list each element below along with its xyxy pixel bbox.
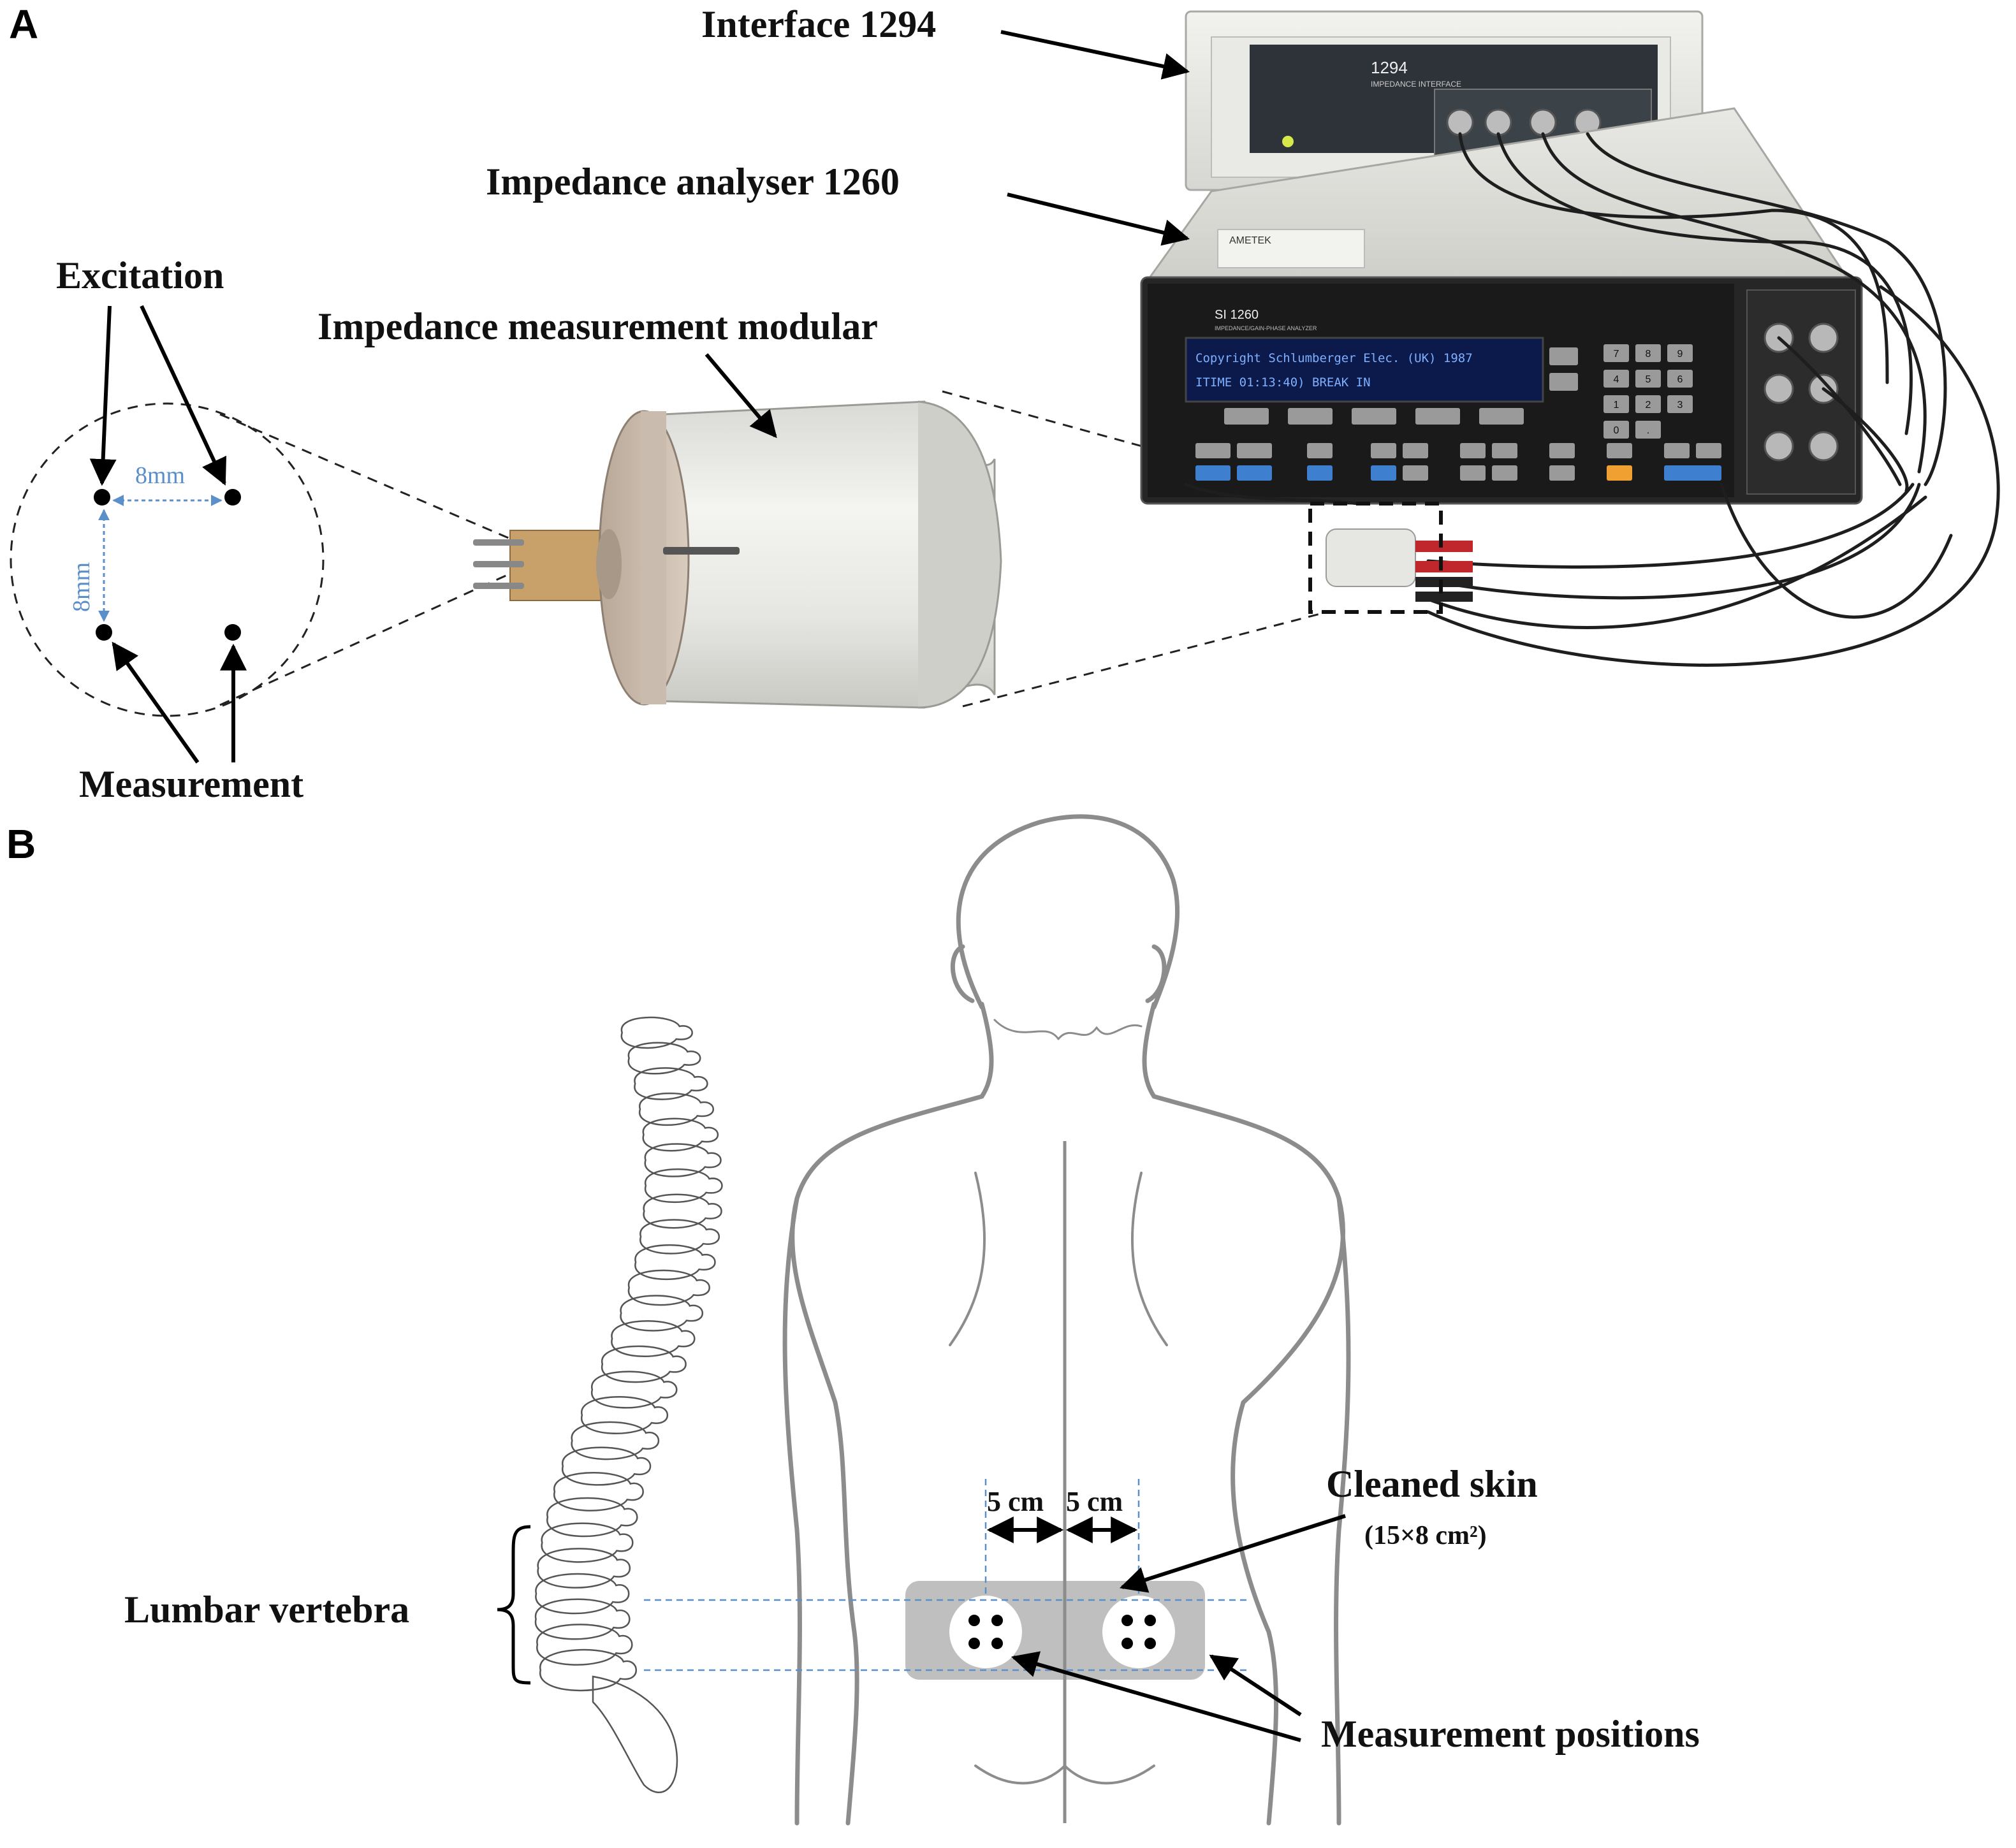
vertebra xyxy=(539,1648,637,1692)
instrument-cables xyxy=(1184,132,2000,667)
keypad-key xyxy=(1667,395,1693,413)
vertebra xyxy=(571,1421,660,1460)
vertebra xyxy=(591,1371,678,1409)
keypad-key xyxy=(1603,344,1629,362)
sacrum xyxy=(592,1675,678,1793)
keypad-key-label: 7 xyxy=(1614,349,1619,360)
modular-label: Impedance measurement modular xyxy=(318,305,878,347)
keypad-key-label: 2 xyxy=(1646,400,1651,411)
vertebra xyxy=(643,1193,722,1229)
keypad-key-label: 9 xyxy=(1677,349,1683,360)
vertebra xyxy=(639,1219,720,1255)
analyser-subtitle-text: IMPEDANCE/GAIN-PHASE ANALYZER xyxy=(1215,325,1317,331)
excitation-electrode-2 xyxy=(224,489,241,506)
measurement-position-right xyxy=(1102,1596,1175,1668)
vertebra xyxy=(611,1320,696,1358)
connector-zoom-box xyxy=(1308,502,1443,614)
vertical-spacing-label: 8mm xyxy=(68,562,95,612)
vertebra xyxy=(562,1446,652,1486)
lcd-line-2: ITIME 01:13:40) BREAK IN xyxy=(1195,375,1371,389)
left-offset-label: 5 cm xyxy=(987,1486,1044,1517)
interface-1294-unit: 1294 IMPEDANCE INTERFACE xyxy=(1185,10,1704,191)
right-offset-label: 5 cm xyxy=(1066,1486,1123,1517)
impedance-analyser-1260-unit: AMETEK SI 1260 IMPEDANCE/GAIN-PHASE ANAL… xyxy=(1140,107,1863,505)
measurement-label: Measurement xyxy=(79,763,303,805)
vertebra xyxy=(546,1497,638,1538)
keypad-key xyxy=(1635,344,1661,362)
vertebra xyxy=(642,1117,719,1152)
interface-subtitle-text: IMPEDANCE INTERFACE xyxy=(1371,80,1461,89)
horizontal-spacing-label: 8mm xyxy=(135,462,185,489)
vertebra xyxy=(535,1598,631,1640)
vertebra xyxy=(644,1168,723,1204)
cleaned-skin-size: (15×8 cm²) xyxy=(1364,1521,1487,1550)
keypad-key xyxy=(1667,370,1693,388)
electrode-layout: 8mm 8mm xyxy=(10,402,325,717)
measurement-modular-device xyxy=(473,400,1002,709)
keypad-key xyxy=(1603,421,1629,439)
measurement-position-left xyxy=(949,1596,1022,1668)
measurement-electrode-2 xyxy=(224,624,241,641)
lumbar-vertebra-label: Lumbar vertebra xyxy=(124,1589,409,1631)
keypad-key xyxy=(1603,370,1629,388)
vertebra xyxy=(627,1042,701,1075)
vertebra xyxy=(620,1295,704,1332)
measurement-positions-label: Measurement positions xyxy=(1321,1713,1700,1755)
keypad-key-label: 6 xyxy=(1677,374,1683,385)
measurement-electrode-1 xyxy=(96,624,112,641)
vertebra xyxy=(537,1548,631,1589)
analyser-model-text: SI 1260 xyxy=(1215,308,1259,322)
vertebra xyxy=(634,1067,708,1100)
analyser-keypad: 7 8 9 4 5 6 1 2 3 0. xyxy=(1603,344,1693,439)
keypad-key-label: 8 xyxy=(1646,349,1651,360)
keypad-key-label: 5 xyxy=(1646,374,1651,385)
keypad-key-label: 4 xyxy=(1614,374,1619,385)
human-back-outline xyxy=(782,814,1351,1826)
keypad-key xyxy=(1667,344,1693,362)
keypad-key xyxy=(1635,421,1661,439)
excitation-label: Excitation xyxy=(56,254,224,296)
vertebra xyxy=(541,1522,634,1563)
panel-a-label: A xyxy=(9,1,38,47)
lcd-line-1: Copyright Schlumberger Elec. (UK) 1987 xyxy=(1195,351,1473,365)
keypad-key-label: 1 xyxy=(1614,400,1619,411)
keypad-key-label: 0 xyxy=(1614,425,1619,436)
cleaned-skin-label: Cleaned skin xyxy=(1326,1463,1538,1505)
modular-connector xyxy=(1326,528,1473,602)
vertebra xyxy=(644,1143,722,1177)
vertebra xyxy=(581,1396,669,1434)
vertebra xyxy=(620,1016,693,1049)
vertebra xyxy=(601,1345,687,1383)
excitation-electrode-1 xyxy=(94,489,110,506)
interface-label: Interface 1294 xyxy=(701,3,936,45)
keypad-key xyxy=(1635,370,1661,388)
analyser-lcd xyxy=(1185,337,1544,403)
keypad-key xyxy=(1635,395,1661,413)
power-led xyxy=(1282,136,1294,147)
analyser-label: Impedance analyser 1260 xyxy=(486,161,900,203)
keypad-key-label: 3 xyxy=(1677,400,1683,411)
keypad-key-label: . xyxy=(1647,425,1649,436)
keypad-key xyxy=(1603,395,1629,413)
analyser-brand-text: AMETEK xyxy=(1229,235,1271,246)
vertebra xyxy=(536,1624,633,1666)
vertebra xyxy=(627,1269,710,1306)
lumbar-brace xyxy=(497,1525,531,1685)
vertebra xyxy=(639,1092,714,1126)
spine-illustration xyxy=(535,1016,723,1793)
interface-model-text: 1294 xyxy=(1371,58,1408,77)
vertebra xyxy=(634,1244,716,1281)
vertebra xyxy=(535,1573,630,1615)
panel-b-label: B xyxy=(6,821,36,867)
vertebra xyxy=(553,1472,644,1511)
